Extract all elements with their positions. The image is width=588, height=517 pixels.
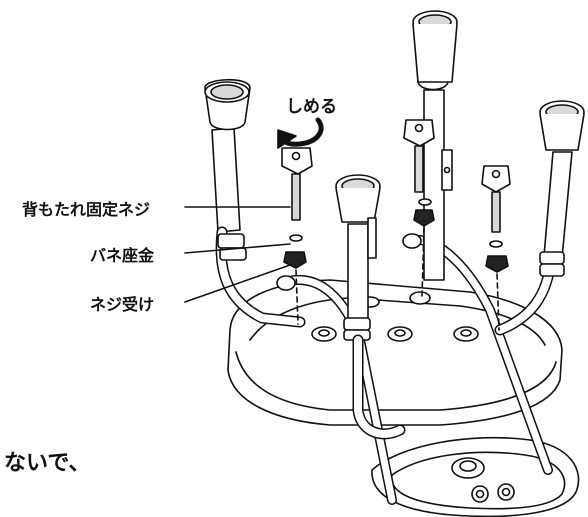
bolt-left: [281, 147, 313, 325]
leg-back-left: [204, 78, 306, 328]
leader-line-nut: [184, 264, 291, 303]
bolt-center: [403, 119, 435, 297]
backrest-bolt-label: 背もたれ固定ネジ: [22, 200, 151, 219]
leader-line-washer: [184, 243, 291, 254]
rotation-direction-label: しめる: [286, 97, 337, 117]
bolt-right: [481, 165, 511, 331]
leg-front-center: [335, 174, 406, 440]
nut-receiver-label: ネジ受け: [90, 295, 155, 314]
cutoff-instruction-text: ないで、: [4, 451, 91, 476]
spring-washer-label: バネ座金: [90, 246, 155, 265]
rotate-arrow-icon: [277, 117, 324, 149]
leg-back-right: [494, 100, 585, 336]
seat-base: [227, 279, 563, 426]
leg-back-center: [412, 10, 458, 281]
backrest: [371, 436, 580, 517]
